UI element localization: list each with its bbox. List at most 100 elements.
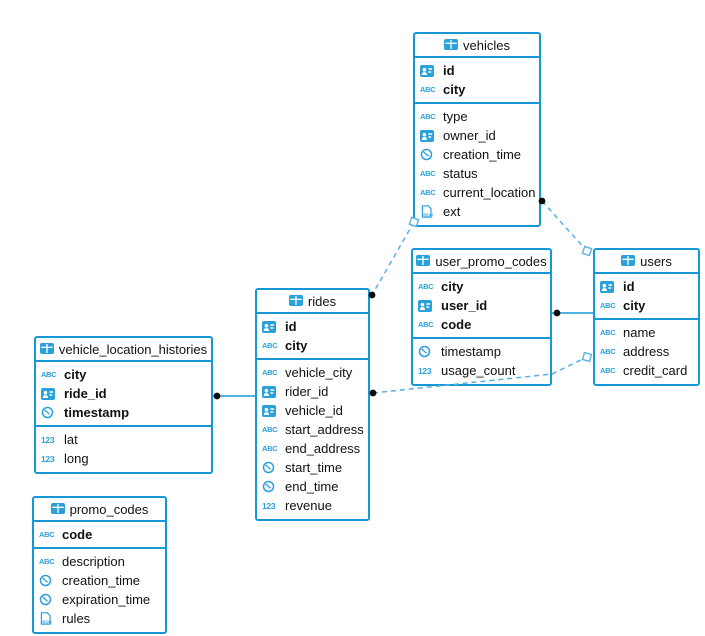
text-abc-icon: ABC — [262, 368, 278, 377]
text-abc-icon: ABC — [420, 169, 436, 178]
column-row: owner_id — [415, 126, 539, 145]
table-icon — [39, 342, 54, 357]
column-name: description — [62, 554, 125, 569]
table-header[interactable]: vehicles — [415, 34, 539, 58]
column-name: id — [623, 279, 635, 294]
rel-vehicle-location-histories-rides — [213, 392, 255, 400]
column-row: creation_time — [34, 571, 165, 590]
timestamp-clock-icon — [41, 406, 59, 419]
column-row: id — [595, 277, 698, 296]
column-row: ABC city — [595, 296, 698, 315]
id-badge-icon — [262, 385, 280, 398]
table-header[interactable]: vehicle_location_histories — [36, 338, 211, 362]
column-row: JSON rules — [34, 609, 165, 628]
column-row: JSON ext — [415, 202, 539, 221]
column-name: rider_id — [285, 384, 329, 399]
timestamp-clock-icon — [39, 574, 57, 587]
column-name: expiration_time — [62, 592, 151, 607]
column-name: rules — [62, 611, 91, 626]
table-icon — [288, 294, 303, 309]
text-abc-icon: ABC — [600, 301, 616, 310]
column-name: vehicle_id — [285, 403, 343, 418]
square-marker — [581, 351, 593, 363]
text-abc-icon: ABC — [600, 347, 616, 356]
id-badge-icon — [41, 387, 59, 400]
rel-user-promo-codes-users — [552, 309, 593, 317]
column-name: city — [64, 367, 87, 382]
column-name: city — [443, 82, 466, 97]
column-name: type — [443, 109, 468, 124]
column-name: timestamp — [64, 405, 130, 420]
column-row: ABC vehicle_city — [257, 363, 368, 382]
table-icon — [621, 254, 636, 269]
column-name: current_location — [443, 185, 536, 200]
column-name: end_address — [285, 441, 361, 456]
column-section: ABC description creation_time expiration_ti… — [34, 549, 165, 632]
column-name: creation_time — [62, 573, 141, 588]
table-card-promo-codes[interactable]: promo_codes ABC code ABC description creati… — [32, 496, 167, 634]
table-icon — [50, 502, 65, 517]
column-row: ABC type — [415, 107, 539, 126]
column-name: owner_id — [443, 128, 496, 143]
timestamp-clock-icon — [262, 480, 280, 493]
column-name: vehicle_city — [285, 365, 353, 380]
column-row: timestamp — [413, 342, 550, 361]
table-title: rides — [307, 293, 337, 309]
json-icon: JSON — [420, 205, 438, 218]
table-header[interactable]: user_promo_codes — [413, 250, 550, 274]
column-name: status — [443, 166, 478, 181]
column-row: rider_id — [257, 382, 368, 401]
text-abc-icon: ABC — [39, 557, 55, 566]
column-name: city — [623, 298, 646, 313]
column-name: user_id — [441, 298, 488, 313]
svg-text:JSON: JSON — [421, 213, 432, 218]
timestamp-clock-icon — [39, 593, 57, 606]
table-title: promo_codes — [69, 501, 149, 517]
column-row: id — [415, 61, 539, 80]
table-icon — [416, 254, 431, 269]
table-header[interactable]: users — [595, 250, 698, 274]
column-name: creation_time — [443, 147, 522, 162]
table-header[interactable]: rides — [257, 290, 368, 314]
column-name: id — [443, 63, 455, 78]
table-title: vehicles — [463, 37, 510, 53]
id-badge-icon — [420, 129, 438, 142]
text-abc-icon: ABC — [418, 320, 434, 329]
text-abc-icon: ABC — [262, 341, 278, 350]
text-abc-icon: ABC — [600, 328, 616, 337]
id-badge-icon — [600, 280, 618, 293]
json-icon: JSON — [39, 612, 57, 625]
column-row: user_id — [413, 296, 550, 315]
text-abc-icon: ABC — [420, 112, 436, 121]
text-abc-icon: ABC — [262, 444, 278, 453]
column-name: timestamp — [441, 344, 501, 359]
table-title: user_promo_codes — [435, 253, 547, 269]
column-row: end_time — [257, 477, 368, 496]
table-title: vehicle_location_histories — [58, 341, 208, 357]
id-badge-icon — [262, 404, 280, 417]
id-badge-icon — [418, 299, 436, 312]
column-name: id — [285, 319, 297, 334]
column-name: code — [62, 527, 93, 542]
timestamp-clock-icon — [418, 345, 436, 358]
column-name: ext — [443, 204, 461, 219]
table-header[interactable]: promo_codes — [34, 498, 165, 522]
